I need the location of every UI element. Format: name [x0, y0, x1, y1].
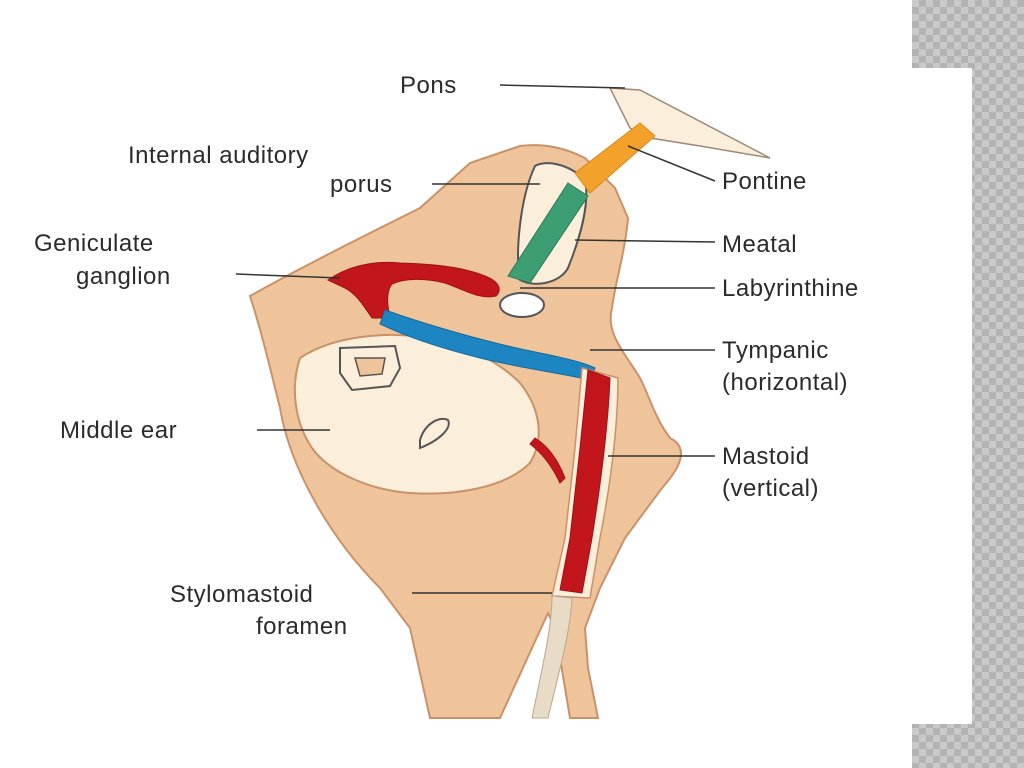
label-vertical: (vertical) — [722, 475, 819, 502]
pons-structure — [608, 87, 771, 159]
exiting-nerve — [531, 595, 573, 719]
label-foramen: foramen — [256, 613, 348, 640]
label-tympanic: Tympanic — [722, 337, 829, 364]
leader-pontine — [627, 145, 716, 182]
leader-lines — [235, 84, 716, 594]
label-horizontal: (horizontal) — [722, 369, 848, 396]
labyrinthine-opening — [499, 292, 545, 318]
label-labyrinthine: Labyrinthine — [722, 275, 859, 302]
label-pons: Pons — [400, 72, 457, 99]
meatal-segment — [507, 182, 589, 284]
leader-pons — [499, 84, 626, 89]
label-porus: porus — [330, 171, 393, 198]
label-stylomastoid: Stylomastoid — [170, 581, 313, 608]
mastoid-segment — [559, 369, 611, 594]
label-internal-auditory: Internal auditory — [128, 142, 309, 169]
leader-meatal — [574, 239, 716, 243]
label-middle-ear: Middle ear — [60, 417, 177, 444]
label-geniculate: Geniculate — [34, 230, 154, 257]
pontine-segment — [574, 122, 656, 194]
incus-shape — [419, 418, 450, 450]
chorda-branch — [529, 437, 566, 484]
ossicle-inner — [354, 357, 386, 377]
slide-content: Pons Internal auditory porus Geniculate … — [0, 68, 972, 724]
label-ganglion: ganglion — [76, 263, 171, 290]
label-pontine: Pontine — [722, 168, 807, 195]
facial-nerve-diagram: Pons Internal auditory porus Geniculate … — [34, 72, 859, 719]
label-meatal: Meatal — [722, 231, 797, 258]
label-mastoid: Mastoid — [722, 443, 810, 470]
leader-geniculate — [235, 273, 341, 279]
